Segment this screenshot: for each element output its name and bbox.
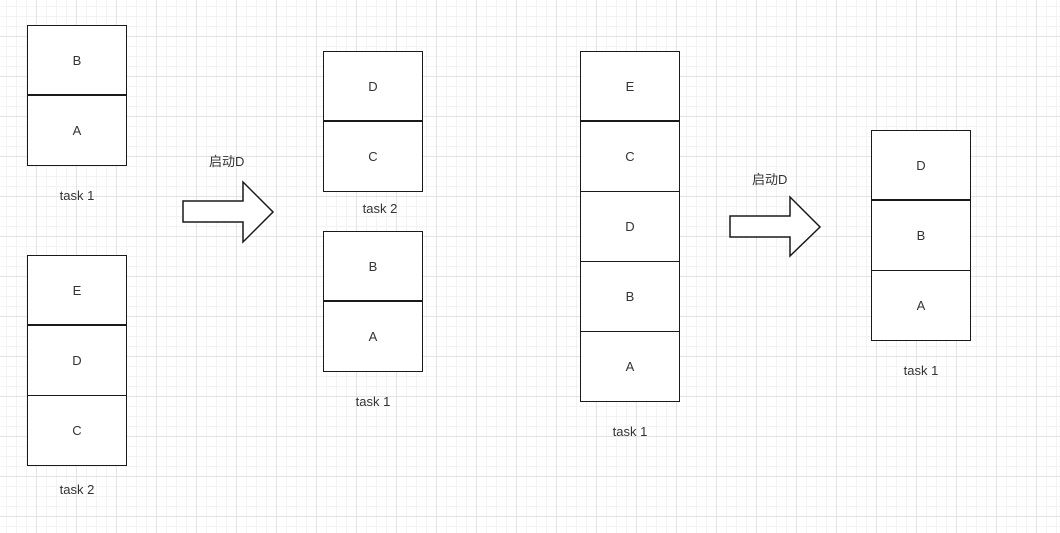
arrow-label: 启动D (209, 154, 245, 169)
stack-block: B (323, 231, 423, 301)
task-label: task 1 (59, 188, 95, 203)
stack-block: D (323, 51, 423, 121)
stack-block: B (27, 25, 127, 95)
task-label: task 1 (355, 394, 391, 409)
stack-block: C (323, 121, 423, 192)
arrow-label: 启动D (752, 172, 788, 187)
task-label: task 1 (903, 363, 939, 378)
stack-block: E (580, 51, 680, 121)
task-label: task 2 (362, 201, 398, 216)
stack-block: A (323, 301, 423, 372)
stack-block: D (871, 130, 971, 200)
task-label: task 2 (59, 482, 95, 497)
stack-block: A (580, 331, 680, 402)
stack-block: C (580, 121, 680, 192)
stack-block: A (871, 270, 971, 341)
stack-block: C (27, 395, 127, 466)
stack-block: B (871, 200, 971, 271)
stack-block: D (27, 325, 127, 396)
stack-block: E (27, 255, 127, 325)
stack-block: A (27, 95, 127, 166)
task-label: task 1 (612, 424, 648, 439)
stack-block: D (580, 191, 680, 262)
